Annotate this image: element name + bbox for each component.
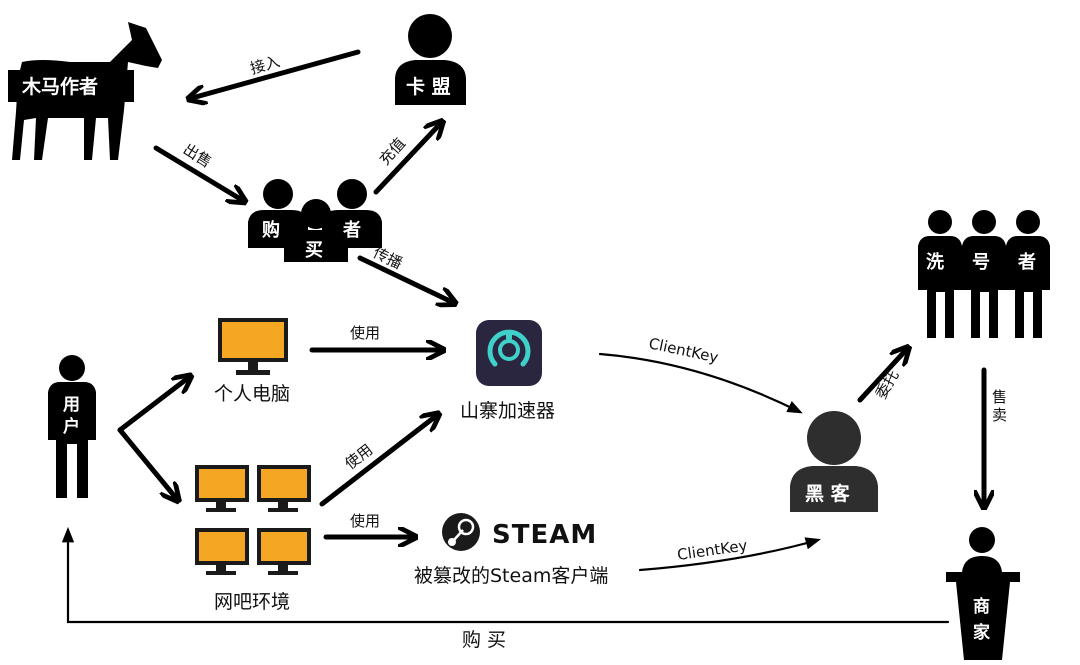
arrow-accelerator-to-hacker [598,352,803,414]
accelerator-app-icon [476,320,542,386]
washer-label-3: 者 [1017,252,1036,273]
edge-label-spread: 传播 [370,243,405,272]
internet-cafe-label: 网吧环境 [214,591,290,613]
horse-icon [8,22,162,160]
arrow-card-league-to-author [192,49,361,98]
monitor-icon [218,318,288,375]
trojan-author-label: 木马作者 [21,75,98,98]
edge-label-use-steam: 使用 [350,512,380,530]
washer-label-1: 洗 [926,251,944,273]
accelerator-label: 山寨加速器 [460,400,555,422]
edge-label-resell-char: 售 [992,388,1007,406]
arrow-user-to-pc [117,378,188,433]
hacker-person-icon [790,411,878,512]
merchant-label-2: 家 [973,622,990,643]
steam-wordmark: STEAM [492,520,597,550]
merchant-label-1: 商 [973,596,990,617]
arrow-steam-to-hacker [638,537,821,572]
arrow-buyers-to-card-league [373,124,440,195]
edge-label-entrust: 委托 [872,367,903,402]
buyer-label-2: 买 [305,240,323,261]
buyer-label-1: 购 [262,219,280,241]
buyer-label-3: 者 [342,220,361,241]
arrow-merchant-to-user [61,526,950,624]
user-label-1: 用 [63,395,80,415]
steam-client-label: 被篡改的Steam客户端 [414,565,608,587]
hacker-label: 黑 客 [805,482,851,505]
washer-group-icon [918,210,1050,338]
edge-label-purchase: 购 买 [462,629,506,651]
buyer-group-icon [248,179,382,262]
arrow-cafe-to-accelerator [319,416,436,507]
merchant-podium-icon [946,527,1020,660]
user-label-2: 户 [63,416,80,437]
edge-label-clientkey-2: ClientKey [676,536,749,564]
arrow-author-to-buyers [153,145,242,200]
arrow-hacker-to-washers [857,350,906,403]
arrow-buyers-to-accelerator [357,255,452,302]
card-league-person-icon [395,14,466,105]
washer-label-2: 号 [972,252,990,273]
card-league-label: 卡 盟 [406,75,451,98]
pc-label: 个人电脑 [214,383,290,405]
user-person-icon [48,355,96,498]
arrow-user-to-cafe [117,427,176,498]
edge-label-resell-1: 售卖 [992,388,1007,424]
edge-label-resell-char: 卖 [992,406,1007,424]
steam-logo-icon [442,513,480,551]
internet-cafe-monitors-icon [195,465,311,575]
edge-label-use-pc: 使用 [350,324,380,342]
